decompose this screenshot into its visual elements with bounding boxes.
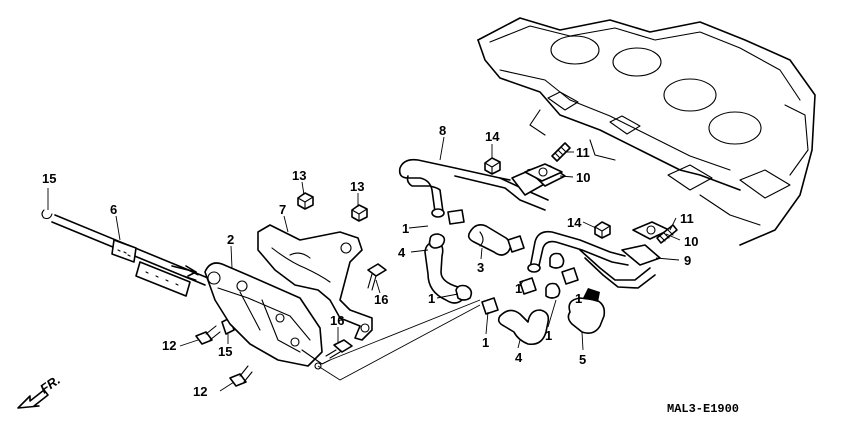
label-1-a: 1 xyxy=(402,221,409,236)
label-13-left: 13 xyxy=(292,168,306,183)
label-16-upper: 16 xyxy=(374,292,388,307)
bolts-16 xyxy=(325,263,387,359)
label-1-d: 1 xyxy=(482,335,489,350)
diagram-code: MAL3-E1900 xyxy=(667,402,739,416)
label-1-e: 1 xyxy=(545,328,552,343)
label-11-lower: 11 xyxy=(680,211,694,226)
label-2: 2 xyxy=(227,232,234,247)
label-9: 9 xyxy=(684,253,691,268)
label-12-upper: 12 xyxy=(162,338,176,353)
label-4-upper: 4 xyxy=(398,245,406,260)
label-10-upper: 10 xyxy=(576,170,590,185)
hose-3 xyxy=(467,224,512,256)
clamps-1 xyxy=(428,209,579,315)
label-1-b: 1 xyxy=(428,291,435,306)
hose-5 xyxy=(567,288,606,334)
bolts-12 xyxy=(195,325,253,387)
bracket-7 xyxy=(257,224,373,341)
front-arrow-icon xyxy=(17,389,49,409)
label-5: 5 xyxy=(579,352,586,367)
label-3: 3 xyxy=(477,260,484,275)
stud-11-upper xyxy=(551,142,571,162)
label-7: 7 xyxy=(279,202,286,217)
cable-6 xyxy=(51,214,209,297)
label-15-mid: 15 xyxy=(218,344,232,359)
label-6: 6 xyxy=(110,202,117,217)
label-8: 8 xyxy=(439,123,446,138)
label-1-c: 1 xyxy=(515,281,522,296)
label-16-lower: 16 xyxy=(330,313,344,328)
label-11-upper: 11 xyxy=(576,145,590,160)
label-1-f: 1 xyxy=(575,291,582,306)
nut-14-lower xyxy=(594,221,611,239)
nut-14-upper xyxy=(484,157,501,175)
label-14-upper: 14 xyxy=(485,129,500,144)
leader-lines xyxy=(47,136,681,392)
actuator-2 xyxy=(171,262,331,370)
label-12-lower: 12 xyxy=(193,384,207,399)
gasket-10-upper xyxy=(524,163,563,182)
label-10-lower: 10 xyxy=(684,234,698,249)
label-4-lower: 4 xyxy=(515,350,523,365)
nuts-13 xyxy=(297,192,368,222)
label-15-top: 15 xyxy=(42,171,56,186)
label-14-lower: 14 xyxy=(567,215,582,230)
cylinder-head-illustration xyxy=(477,17,816,246)
connection-lines xyxy=(317,299,481,381)
front-direction-indicator: FR. xyxy=(17,372,63,409)
pipe-9 xyxy=(527,230,661,289)
part-labels: 15 6 2 7 13 13 16 16 15 12 12 8 14 11 10… xyxy=(42,123,698,399)
hose-4-lower xyxy=(497,309,550,346)
label-13-right: 13 xyxy=(350,179,364,194)
